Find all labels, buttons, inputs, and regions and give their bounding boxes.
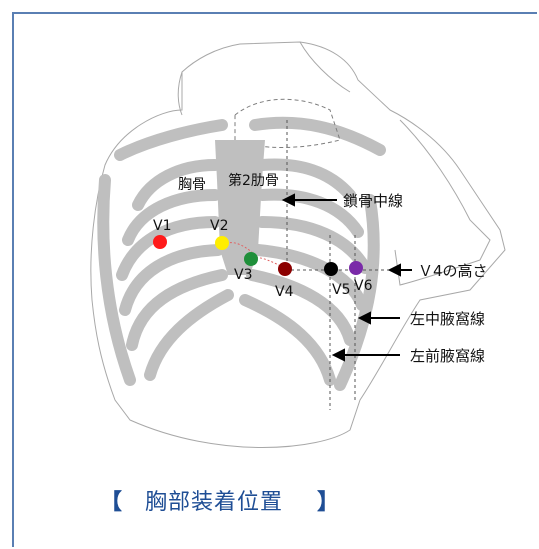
label-v6: V6 [354, 278, 373, 294]
clavicle-left [114, 119, 228, 161]
label-sternum: 胸骨 [178, 177, 206, 193]
label-anterior-axillary: 左前腋窩線 [410, 347, 486, 365]
ribs-right [97, 159, 234, 386]
electrode-v2 [215, 236, 229, 250]
electrode-v6 [349, 261, 363, 275]
label-second-rib: 第2肋骨 [228, 173, 279, 189]
caption-close-bracket: 】 [317, 490, 341, 515]
ribs-left [239, 158, 380, 391]
caption-title: 胸部装着位置 [145, 490, 284, 515]
arrows [281, 193, 412, 362]
label-v4-height: Ｖ4の高さ [418, 262, 488, 280]
figure-frame [12, 12, 537, 547]
label-v1: V1 [153, 218, 172, 234]
arm-outline [394, 119, 491, 286]
electrode-v1 [153, 235, 167, 249]
torso-outline [90, 41, 506, 448]
caption: 【胸部装着位置 】 [100, 484, 340, 516]
electrode-v5 [324, 262, 338, 276]
label-v3: V3 [234, 267, 253, 283]
electrode-v4 [278, 262, 292, 276]
label-v2: V2 [210, 218, 229, 234]
caption-open-bracket: 【 [100, 490, 124, 515]
label-v5: V5 [332, 282, 351, 298]
clavicle-right [249, 116, 386, 156]
label-v4: V4 [275, 284, 294, 300]
label-mid-axillary: 左中腋窩線 [410, 310, 486, 328]
electrode-v3 [244, 252, 258, 266]
label-midclavicular: 鎖骨中線 [343, 192, 404, 210]
intercostal-guide [221, 242, 286, 269]
neck-outline [177, 41, 351, 116]
